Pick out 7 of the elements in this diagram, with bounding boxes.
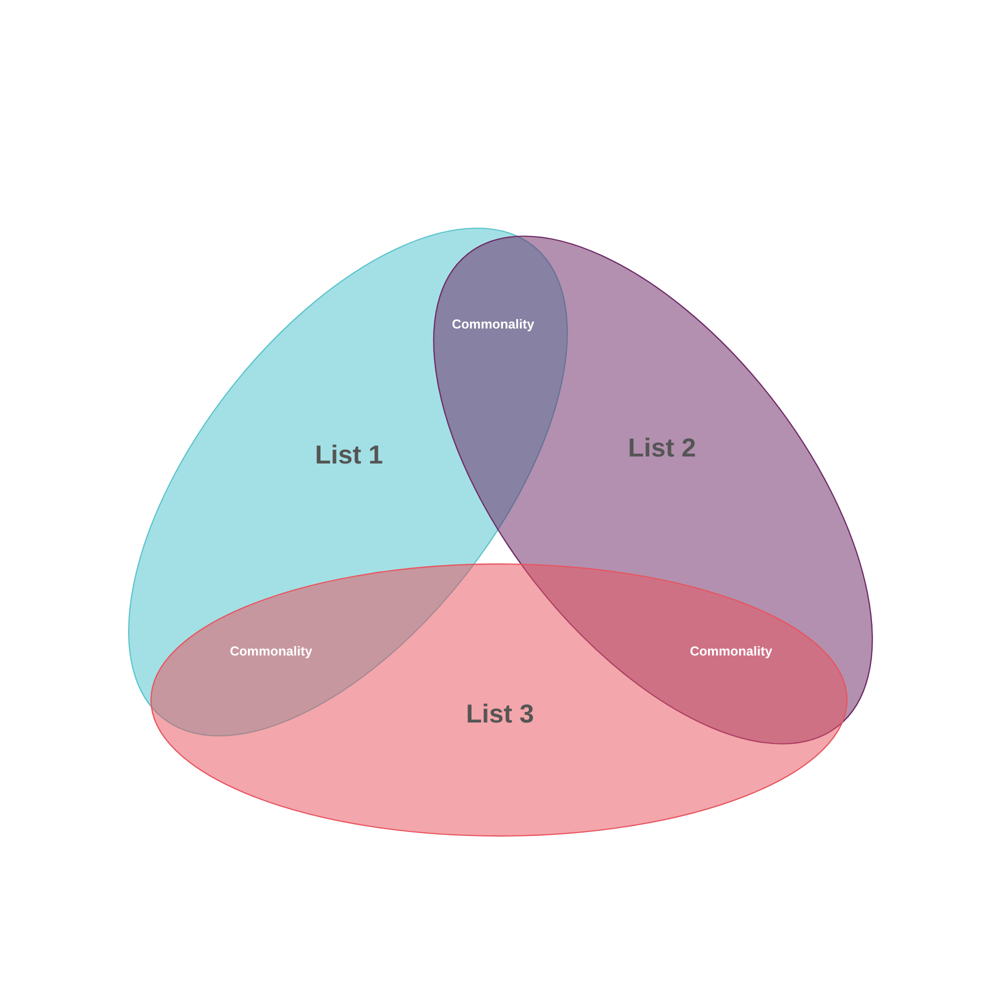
set-label: List 1	[315, 440, 383, 470]
overlap-label: Commonality	[452, 316, 534, 332]
overlap-label: Commonality	[690, 644, 772, 658]
venn-ellipse	[150, 563, 848, 837]
set-label: List 3	[466, 698, 534, 730]
overlap-label: Commonality	[230, 644, 312, 658]
set-label: List 2	[628, 432, 696, 464]
